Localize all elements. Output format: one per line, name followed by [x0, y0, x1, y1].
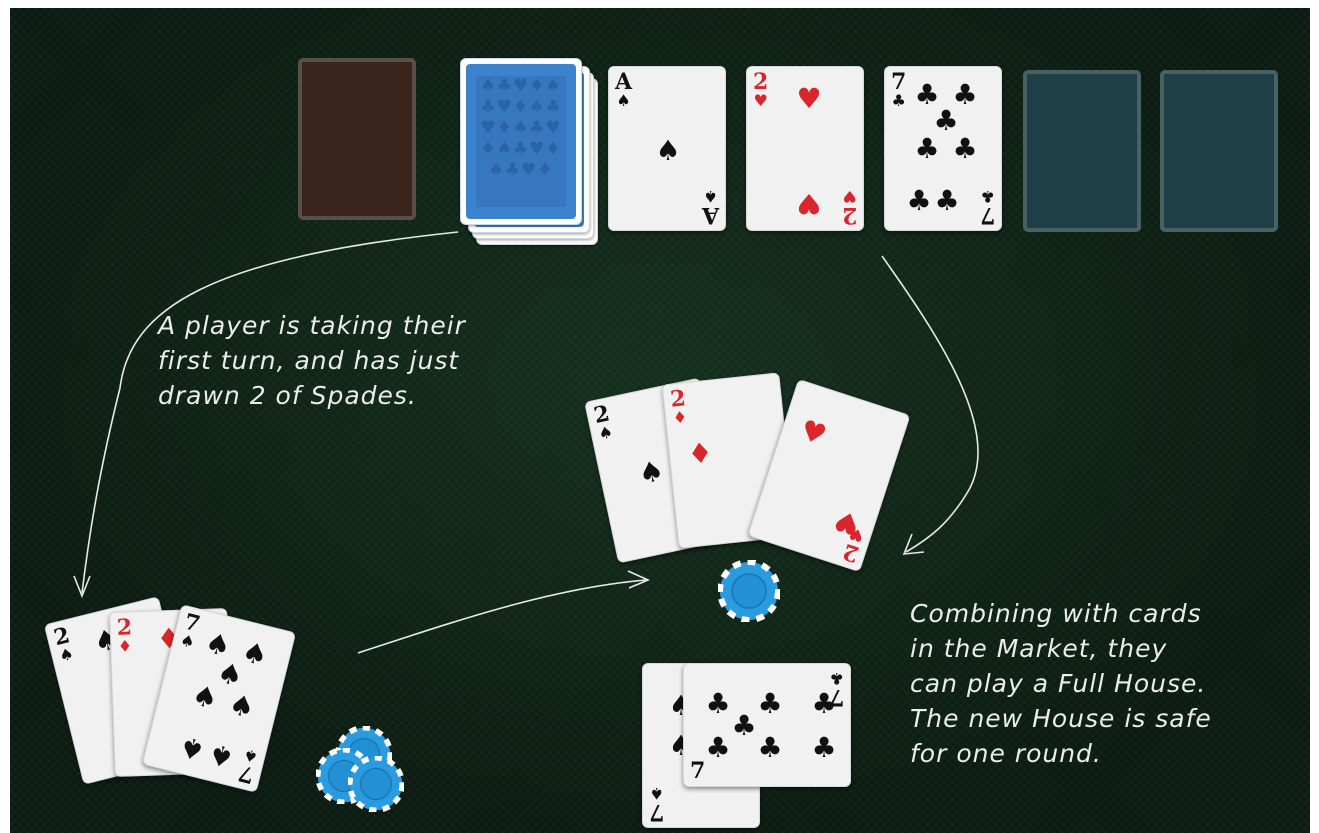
- market-empty-slot[interactable]: [1160, 70, 1278, 232]
- spade-pip: ♠: [177, 731, 208, 764]
- market-card-two-of-hearts[interactable]: 2♥ ♥ ♥ 2♥: [746, 66, 864, 231]
- club-pip: ♣: [933, 107, 958, 135]
- diamond-pip: ♦: [686, 439, 714, 469]
- card-suit: ♥: [842, 188, 857, 204]
- card-rank: A: [702, 204, 719, 226]
- poker-chip-icon: [718, 560, 780, 622]
- poker-chip-icon: [348, 756, 404, 812]
- club-pip: ♣: [705, 734, 730, 762]
- arrow-head: [904, 534, 924, 554]
- card-suit: ♦: [117, 638, 133, 655]
- heart-pip: ♥: [796, 189, 821, 217]
- heart-pip: ♥: [796, 85, 821, 113]
- market-card-seven-of-clubs[interactable]: 7♣ ♣ ♣ ♣ ♣ ♣ ♣ ♣ 7♣: [884, 66, 1002, 231]
- spade-pip: ♠: [636, 456, 666, 489]
- arrow-head: [74, 576, 90, 596]
- club-pip: ♣: [914, 135, 939, 163]
- club-pip: ♣: [705, 690, 730, 718]
- card-suit: ♥: [753, 93, 768, 109]
- card-suit: ♣: [980, 188, 995, 204]
- house-card-seven-of-clubs[interactable]: ♣ ♣ ♣ ♣ ♣ ♣ ♣ 7 7♣: [683, 663, 851, 787]
- game-table: ♠♣♥♦♠♣♥♦♠♣♥♦♠♣♥♦♠♣♥♦♠♣♥♦ A♠ ♠ A♠ 2♥ ♥ ♥ …: [10, 8, 1310, 833]
- card-back-pattern: ♠♣♥♦♠♣♥♦♠♣♥♦♠♣♥♦♠♣♥♦♠♣♥♦: [476, 76, 566, 207]
- club-pip: ♣: [952, 135, 977, 163]
- club-pip: ♣: [906, 187, 931, 215]
- card-suit: ♣: [891, 93, 906, 109]
- club-pip: ♣: [757, 690, 782, 718]
- card-suit: ♠: [615, 93, 632, 109]
- card-rank: 2: [842, 204, 857, 226]
- full-house-note: Combining with cards in the Market, they…: [910, 596, 1212, 771]
- spade-pip: ♠: [189, 681, 220, 714]
- arrow-market-to-house: [882, 256, 978, 552]
- spade-pip: ♠: [206, 739, 237, 772]
- heart-pip: ♥: [797, 416, 830, 450]
- arrow-hand-to-house: [358, 580, 646, 653]
- card-rank: 7: [891, 71, 906, 93]
- card-rank: 7: [980, 204, 995, 226]
- market-card-ace-of-spades[interactable]: A♠ ♠ A♠: [608, 66, 726, 231]
- turn-note: A player is taking their first turn, and…: [158, 308, 466, 413]
- club-pip: ♣: [934, 187, 959, 215]
- card-suit: ♠: [702, 188, 719, 204]
- card-suit: ♠: [597, 424, 615, 443]
- card-suit: ♠: [178, 632, 197, 651]
- discard-pile-slot[interactable]: [298, 58, 416, 220]
- arrow-head: [628, 571, 648, 588]
- spade-pip: ♠: [655, 137, 680, 165]
- club-pip: ♣: [757, 734, 782, 762]
- club-pip: ♣: [811, 734, 836, 762]
- card-rank: 7: [690, 760, 705, 782]
- club-pip: ♣: [731, 712, 756, 740]
- market-empty-slot[interactable]: [1023, 70, 1141, 232]
- card-suit: ♠: [241, 746, 260, 765]
- card-rank: A: [615, 71, 632, 93]
- card-rank: 7: [649, 801, 664, 823]
- deck-top-card[interactable]: ♠♣♥♦♠♣♥♦♠♣♥♦♠♣♥♦♠♣♥♦♠♣♥♦: [460, 58, 582, 225]
- card-rank: 7: [829, 686, 844, 708]
- card-rank: 2: [753, 71, 768, 93]
- card-suit: ♠: [57, 646, 76, 665]
- spade-pip: ♠: [226, 690, 257, 723]
- card-suit: ♦: [671, 409, 688, 427]
- card-suit: ♣: [829, 670, 844, 686]
- card-suit: ♠: [649, 785, 664, 801]
